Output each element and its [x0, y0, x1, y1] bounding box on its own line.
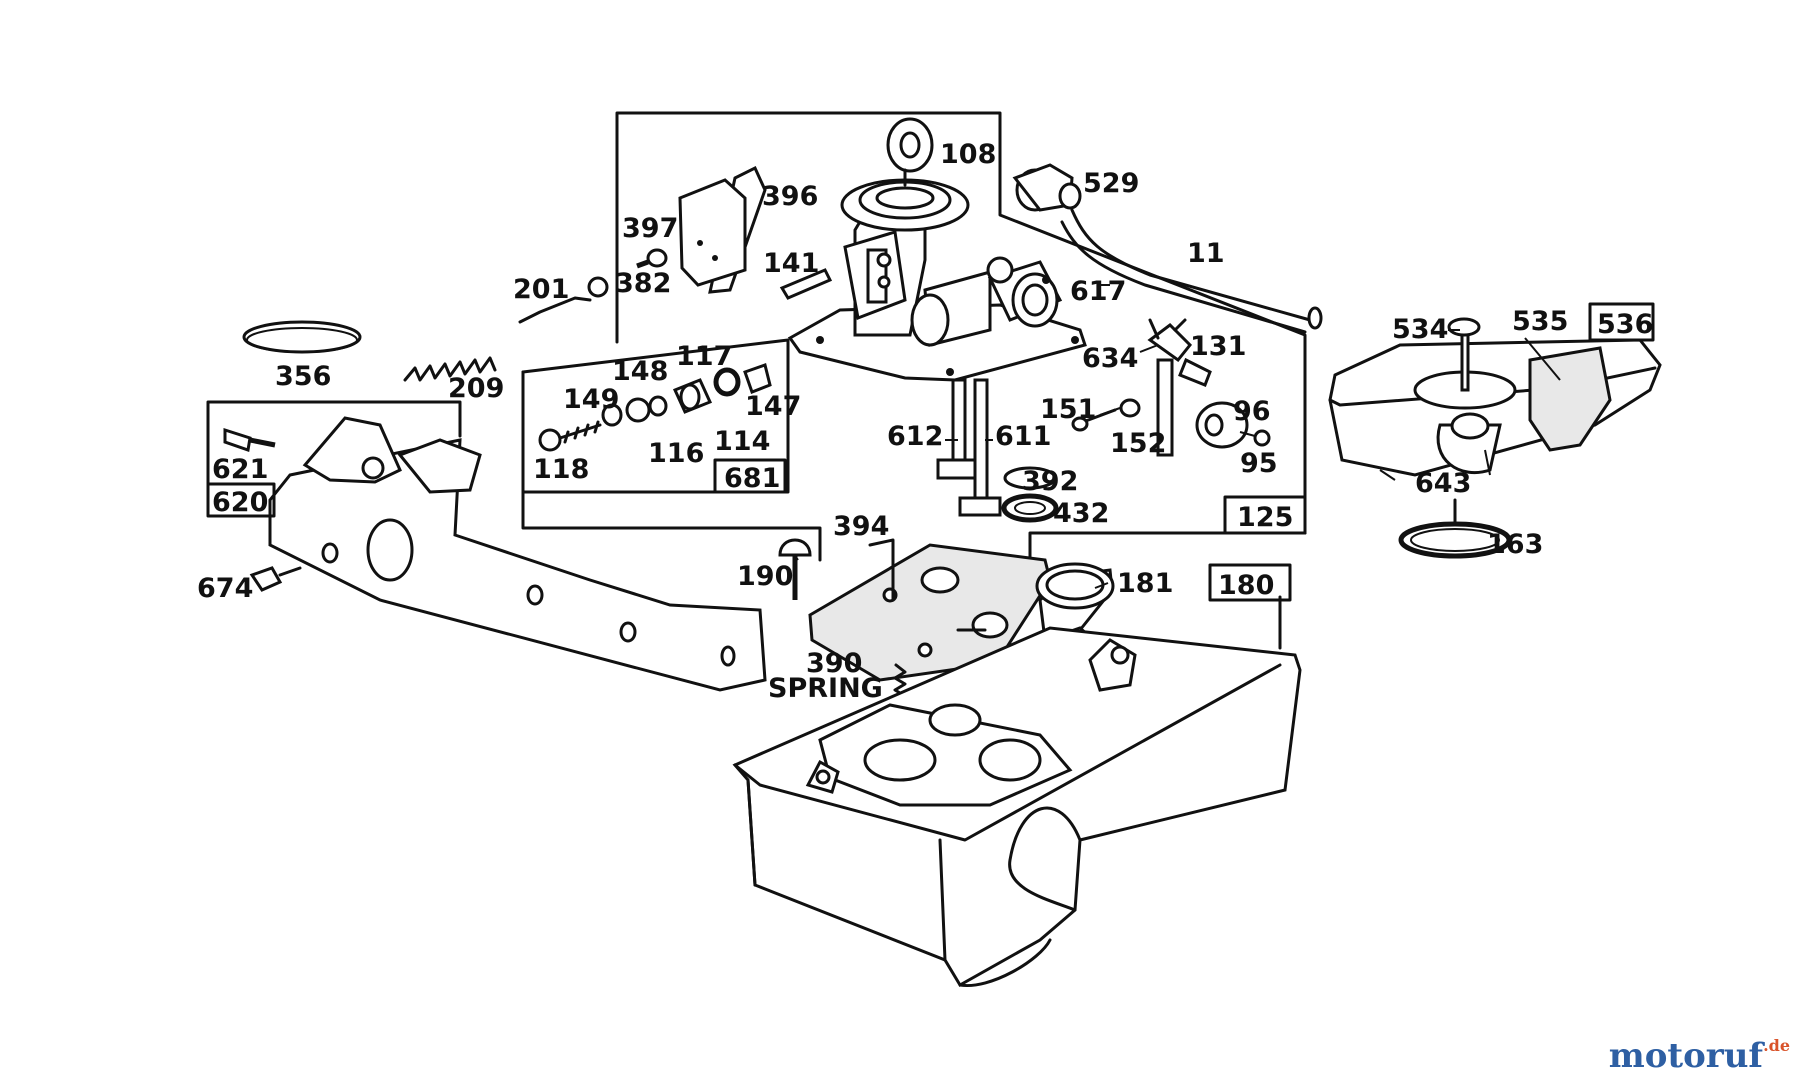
label-394: 394 [833, 511, 889, 542]
label-390: 390 [806, 648, 862, 679]
label-536: 536 [1597, 309, 1653, 340]
label-190: 190 [737, 561, 793, 592]
part-190-screw [778, 538, 812, 600]
label-356: 356 [275, 361, 331, 392]
part-392-432-seals [1001, 466, 1059, 523]
label-141: 141 [763, 248, 819, 279]
label-674: 674 [197, 573, 253, 604]
label-432: 432 [1053, 498, 1109, 529]
label-114: 114 [714, 426, 770, 457]
part-536-tank [1328, 317, 1662, 477]
part-612-611-bolts [936, 378, 1002, 517]
watermark-suffix: .de [1763, 1036, 1790, 1055]
label-396: 396 [762, 181, 818, 212]
label-382: 382 [615, 268, 671, 299]
label-116: 116 [648, 438, 704, 469]
label-620: 620 [212, 487, 268, 518]
watermark-brand: motoruf [1608, 1036, 1764, 1076]
label-612: 612 [887, 421, 943, 452]
label-535: 535 [1512, 306, 1568, 337]
leader-lines [794, 329, 1561, 589]
label-617: 617 [1070, 276, 1126, 307]
label-95: 95 [1240, 448, 1278, 479]
label-634: 634 [1082, 343, 1138, 374]
part-674-bolt [249, 566, 302, 592]
label-643: 643 [1415, 468, 1471, 499]
label-152: 152 [1110, 428, 1166, 459]
part-141-pin [779, 268, 833, 300]
part-209-spring [403, 356, 497, 382]
label-151: 151 [1040, 394, 1096, 425]
label-529: 529 [1083, 168, 1139, 199]
group-681-frame [521, 338, 790, 494]
part-180-fuel-tank [732, 626, 1302, 988]
part-labels: 108 529 396 397 11 141 201 382 617 534 5… [197, 139, 1568, 704]
label-96: 96 [1233, 396, 1271, 427]
part-163-gasket [1398, 498, 1512, 559]
part-634-131-needle-valve [1147, 318, 1212, 457]
label-125: 125 [1237, 502, 1293, 533]
part-620-plate [223, 416, 767, 692]
label-180: 180 [1218, 570, 1274, 601]
label-397: 397 [622, 213, 678, 244]
label-spring: SPRING [768, 673, 883, 704]
label-118: 118 [533, 454, 589, 485]
label-621: 621 [212, 454, 268, 485]
part-151-152-96-95 [1071, 398, 1271, 449]
label-201: 201 [513, 274, 569, 305]
label-148: 148 [612, 356, 668, 387]
part-681-parts [538, 363, 772, 452]
label-181: 181 [1117, 568, 1173, 599]
group-620-frame [206, 400, 462, 486]
label-149: 149 [563, 384, 619, 415]
label-163: 163 [1487, 529, 1543, 560]
part-108-choke-cap [886, 117, 934, 187]
label-681: 681 [724, 463, 780, 494]
watermark-logo: motoruf.de [1609, 1036, 1790, 1076]
label-534: 534 [1392, 314, 1448, 345]
part-11-fuel-tube [1060, 208, 1323, 334]
label-131: 131 [1190, 331, 1246, 362]
part-382-screw [636, 248, 668, 269]
label-611: 611 [995, 421, 1051, 452]
part-396-397-choke-block [678, 165, 767, 294]
part-356-ring [242, 320, 362, 354]
part-529-elbow [1012, 163, 1082, 212]
label-11: 11 [1187, 238, 1225, 269]
label-108: 108 [940, 139, 996, 170]
label-117: 117 [676, 341, 732, 372]
carburetor-body [787, 178, 1087, 382]
boxed-labels: 536 681 125 620 180 [206, 302, 1655, 602]
part-201-link [518, 276, 609, 324]
label-147: 147 [745, 391, 801, 422]
label-392: 392 [1022, 466, 1078, 497]
label-209: 209 [448, 373, 504, 404]
